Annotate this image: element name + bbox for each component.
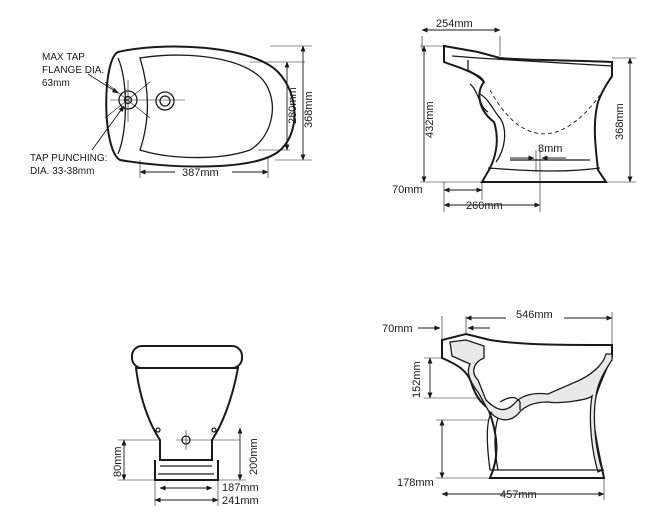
section-rim-height-label: 152mm: [411, 361, 423, 398]
side-outline: [443, 44, 613, 183]
front-seat-lid: [131, 345, 243, 369]
section-view: 70mm 546mm 152mm 178mm 457mm: [382, 309, 613, 501]
side-base-trim: [487, 167, 601, 172]
tap-flange-label: MAX TAP FLANGE DIA. 63mm: [42, 52, 107, 89]
section-top-offset-label: 70mm: [382, 323, 413, 335]
side-view: 254mm 432mm 368mm 8mm 70mm 260mm: [392, 18, 636, 212]
front-body: [134, 367, 240, 461]
top-width-outer-label: 368mm: [303, 91, 315, 128]
deck-curve-top: [117, 57, 127, 155]
side-top-label: 254mm: [436, 18, 473, 30]
section-bottom-height-label: 178mm: [397, 477, 434, 489]
side-small-label: 8mm: [538, 143, 562, 155]
front-base-inner-label: 187mm: [222, 482, 259, 494]
side-seat-detail: [467, 60, 485, 83]
top-width-inner-label: 280mm: [287, 87, 299, 124]
side-height-right-label: 368mm: [614, 103, 626, 140]
top-length-label: 387mm: [182, 167, 219, 179]
front-left-height-label: 80mm: [112, 446, 124, 477]
section-base-label: 457mm: [500, 489, 537, 501]
front-base-outer-label: 241mm: [222, 495, 259, 507]
side-pipe-2: [479, 93, 506, 163]
side-base-offset-label: 70mm: [392, 184, 423, 196]
section-wall: [449, 339, 613, 473]
side-base-label: 260mm: [466, 200, 503, 212]
bowl-inner-top: [139, 54, 273, 159]
front-view: 80mm 200mm 187mm 241mm: [112, 345, 260, 507]
side-bowl-dash: [489, 89, 601, 135]
drain-inner: [159, 95, 171, 107]
side-pipe-1: [469, 83, 489, 113]
side-rim: [451, 55, 613, 67]
front-right-height-label: 200mm: [248, 438, 260, 475]
bidet-outline-top: [105, 45, 296, 168]
section-length-label: 546mm: [516, 309, 553, 321]
drain-outer: [155, 91, 175, 111]
top-view: MAX TAP FLANGE DIA. 63mm TAP PUNCHING: D…: [30, 45, 315, 179]
tap-punching-label: TAP PUNCHING: DIA. 33-38mm: [30, 153, 110, 177]
side-height-left-label: 432mm: [424, 101, 436, 138]
front-base: [154, 460, 219, 481]
